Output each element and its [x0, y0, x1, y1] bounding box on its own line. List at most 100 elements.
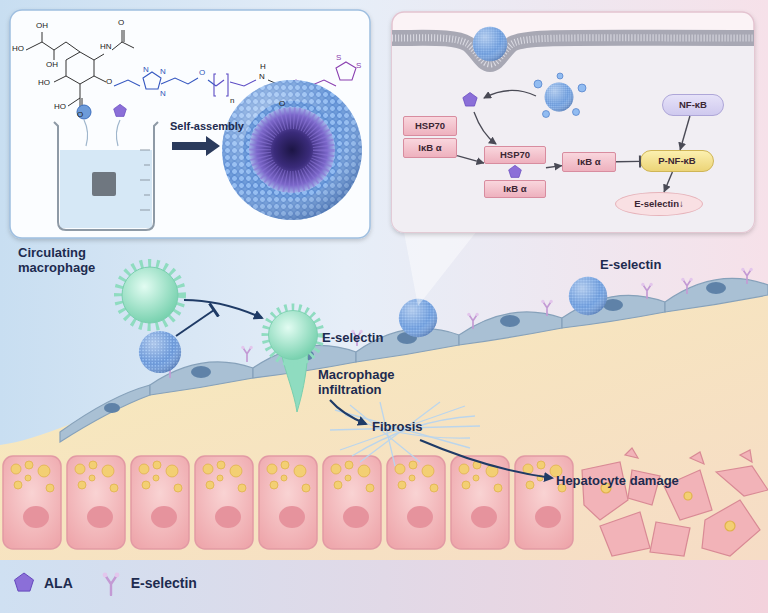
liver-tissue	[0, 290, 768, 613]
protein-box: IκB α	[562, 152, 616, 172]
nanoparticle-fragment	[545, 83, 574, 112]
legend-item: E-selectin	[99, 570, 197, 596]
synthesis-panel	[226, 74, 228, 96]
atom-label: N	[160, 90, 166, 98]
annotation: Self-assembly	[170, 120, 244, 133]
process-arrow	[172, 136, 220, 156]
atom-label: O	[118, 19, 124, 27]
atom-label: OH	[36, 22, 48, 30]
macrophage	[119, 264, 320, 412]
nanoparticle-fragment	[573, 109, 580, 116]
node-text: IκB α	[577, 157, 600, 167]
synthesis-panel	[42, 32, 43, 42]
nanoparticle-fragment	[534, 73, 586, 118]
annotation: Macrophage infiltration	[318, 368, 408, 398]
beaker	[54, 104, 158, 230]
connector	[457, 156, 484, 164]
mechanism-panel	[392, 38, 754, 232]
node-text: HSP70	[415, 121, 445, 131]
process-arrow	[184, 300, 262, 318]
atom-label: n	[230, 97, 234, 105]
complex-box: HSP70IκB α	[484, 146, 546, 198]
protein-box: IκB α	[403, 138, 457, 158]
macrophage	[266, 308, 320, 362]
nanoparticle	[260, 118, 324, 182]
protein-box: E-selectin↓	[615, 192, 703, 216]
protein-box: HSP70	[403, 116, 457, 136]
nanoparticle	[222, 80, 362, 220]
endothelial-cell	[665, 278, 768, 312]
annotation: E-selectin	[322, 331, 383, 346]
synthesis-panel	[26, 42, 80, 52]
process-arrow	[176, 300, 552, 478]
beaker	[140, 150, 150, 210]
ala-molecule	[463, 93, 477, 107]
connector	[680, 116, 690, 150]
atom-label: S	[356, 62, 361, 70]
beaker	[84, 120, 120, 146]
damaged-hepatocyte	[684, 492, 692, 500]
annotation: Circulating macrophage	[18, 246, 118, 276]
fibrosis-mesh	[360, 402, 440, 462]
macrophage	[119, 264, 181, 326]
ala-molecule	[507, 164, 523, 180]
damaged-hepatocyte	[690, 452, 704, 464]
legend-symbol	[102, 573, 119, 595]
annotation: E-selectin	[600, 258, 661, 273]
atom-label: O	[199, 69, 205, 77]
process-arrow	[484, 90, 536, 98]
legend-item: ALA	[12, 570, 73, 596]
nanoparticle	[473, 27, 508, 62]
beaker	[92, 172, 116, 196]
atom-label: HO	[54, 103, 66, 111]
legend-symbol	[15, 573, 34, 591]
synthesis-panel	[114, 80, 140, 86]
process-arrow	[330, 400, 366, 424]
mechanism-panel	[392, 12, 756, 232]
nanoparticle-fragment	[578, 84, 586, 92]
synthesis-panel	[10, 10, 370, 238]
e-selectin-symbol	[164, 268, 753, 378]
damaged-hepatocyte	[740, 450, 752, 462]
legend: ALA E-selectin	[12, 570, 197, 596]
legend-symbol	[12, 570, 36, 596]
e-selectin-symbol	[681, 278, 693, 294]
protein-box: NF-κB	[662, 94, 724, 116]
synthesis-panel	[66, 52, 94, 84]
atom-label: OH	[46, 61, 58, 69]
connector	[546, 166, 562, 168]
cell-nucleus	[104, 282, 726, 413]
atom-label: N	[143, 66, 149, 74]
e-selectin-symbol	[641, 283, 653, 299]
damaged-hepatocyte	[582, 448, 768, 556]
hepatocyte	[387, 456, 445, 549]
atom-label: HO	[38, 79, 50, 87]
nanoparticle	[139, 277, 607, 373]
cell-nucleus	[500, 315, 520, 327]
e-selectin-symbol	[741, 268, 753, 284]
legend-symbol	[99, 570, 123, 596]
damaged-hepatocyte	[725, 521, 735, 531]
node-text: HSP70	[484, 146, 546, 164]
atom-label: N	[259, 73, 265, 81]
e-selectin-symbol	[541, 300, 553, 316]
atom-label: HO	[12, 45, 24, 53]
nanoparticle-fragment	[557, 73, 563, 79]
damaged-hepatocyte	[702, 500, 760, 556]
hepatocyte	[131, 456, 189, 549]
nanoparticle	[246, 104, 338, 196]
hepatocyte	[515, 456, 573, 549]
synthesis-panel	[54, 76, 66, 82]
cell-membrane	[392, 38, 754, 64]
annotation: Hepatocyte damage	[556, 474, 679, 489]
connector	[616, 161, 640, 163]
synthesis-panel	[336, 62, 356, 80]
atom-label: O	[106, 78, 112, 86]
e-selectin-symbol	[467, 313, 479, 329]
hepatocyte	[451, 456, 509, 549]
hepatocyte	[323, 456, 381, 549]
node-text: IκB α	[418, 143, 441, 153]
hepatocyte	[3, 456, 61, 549]
hepatocyte	[259, 456, 317, 549]
nanoparticle	[222, 80, 362, 220]
